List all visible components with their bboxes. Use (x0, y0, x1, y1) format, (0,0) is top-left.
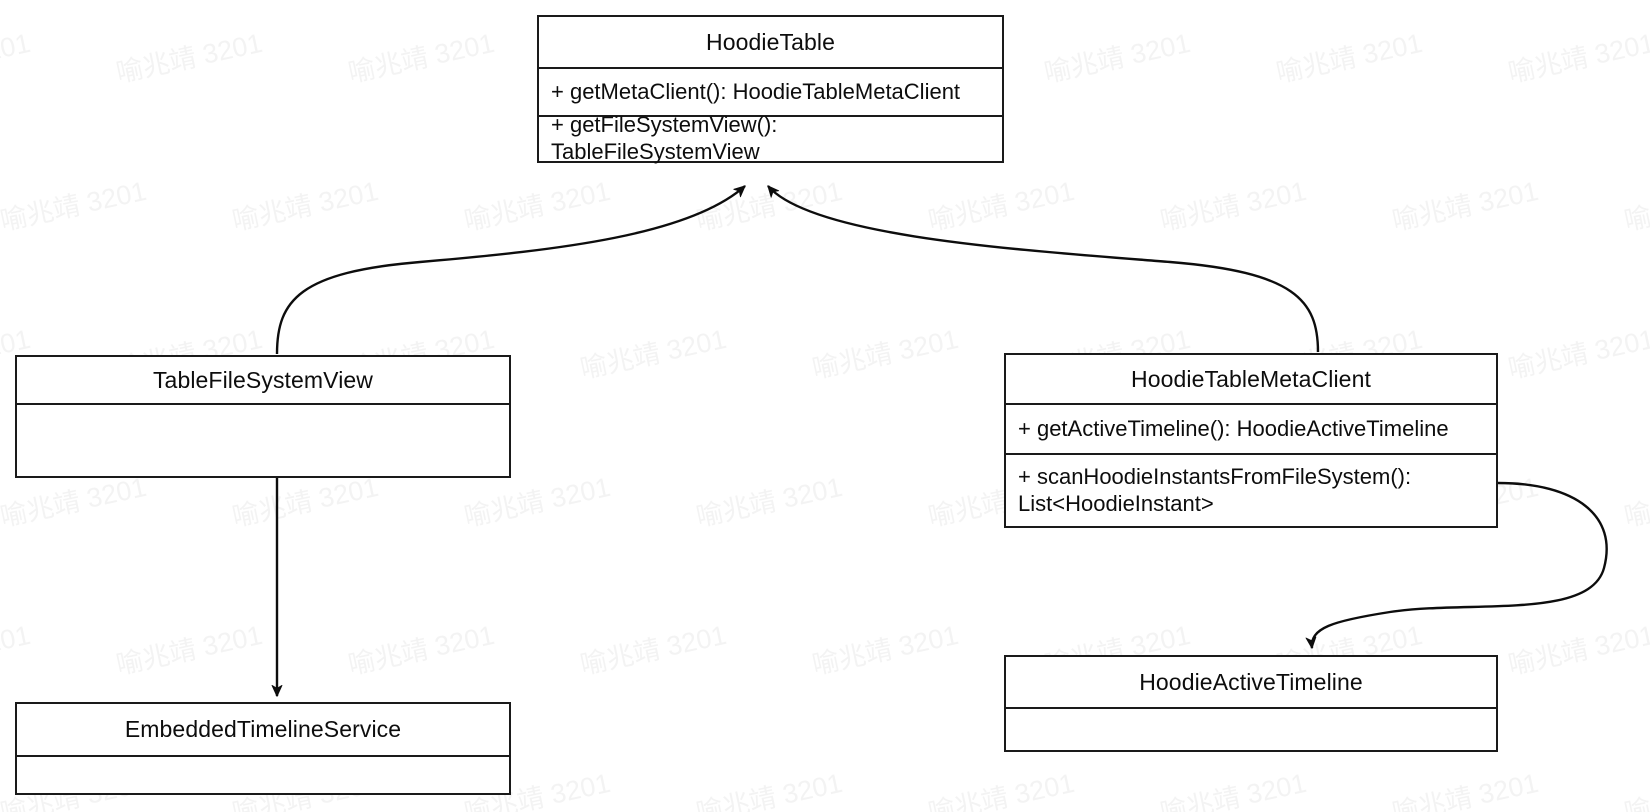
watermark-text: 喻兆靖 3201 (1505, 323, 1650, 385)
watermark-text: 喻兆靖 3201 (693, 471, 846, 533)
class-name-hoodie-table: HoodieTable (706, 28, 835, 55)
watermark-text: 喻兆靖 3201 (1389, 767, 1542, 812)
class-name-table-file-system-view: TableFileSystemView (152, 366, 374, 393)
members-compartment-hoodie-table-meta-client: + getActiveTimeline(): HoodieActiveTimel… (1006, 403, 1496, 526)
watermark-text: 喻兆靖 3201 (1621, 176, 1650, 237)
member-get-active-timeline: + getActiveTimeline(): HoodieActiveTimel… (1018, 415, 1449, 441)
watermark-text: 喻兆靖 3201 (1389, 175, 1542, 237)
watermark-text: 喻兆靖 3201 (0, 619, 34, 680)
watermark-text: 喻兆靖 3201 (461, 175, 614, 237)
watermark-text: 喻兆靖 3201 (0, 27, 34, 88)
class-name-hoodie-table-meta-client: HoodieTableMetaClient (1131, 365, 1371, 392)
member-scan-hoodie-instants-from-file-system: + scanHoodieInstantsFromFileSystem(): Li… (1006, 453, 1496, 526)
watermark-text: 喻兆靖 3201 (693, 767, 846, 812)
class-box-table-file-system-view[interactable]: TableFileSystemView (15, 355, 511, 478)
watermark-text: 喻兆靖 3201 (0, 175, 150, 237)
watermark-text: 喻兆靖 3201 (577, 619, 730, 681)
watermark-text: 喻兆靖 3201 (925, 175, 1078, 237)
watermark-text: 喻兆靖 3201 (1157, 175, 1310, 237)
class-name-embedded-timeline-service: EmbeddedTimelineService (124, 716, 402, 742)
watermark-text: 喻兆靖 3201 (925, 767, 1078, 812)
watermark-text: 喻兆靖 3201 (345, 27, 498, 89)
watermark-text: 喻兆靖 3201 (113, 619, 266, 681)
watermark-text: 喻兆靖 3201 (1273, 27, 1426, 89)
watermark-text: 喻兆靖 3201 (809, 323, 962, 385)
members-compartment-hoodie-active-timeline (1006, 707, 1496, 750)
class-box-embedded-timeline-service[interactable]: EmbeddedTimelineService (15, 702, 511, 795)
watermark-text: 喻兆靖 3201 (113, 27, 266, 89)
member-get-file-system-view: + getFileSystemView(): TableFileSystemVi… (539, 112, 1002, 164)
watermark-text: 喻兆靖 3201 (809, 619, 962, 681)
members-compartment-embedded-timeline-service (17, 755, 509, 793)
members-compartment-hoodie-table: + getMetaClient(): HoodieTableMetaClient… (539, 67, 1002, 164)
members-compartment-table-file-system-view (17, 403, 509, 476)
watermark-text: 喻兆靖 3201 (1621, 768, 1650, 812)
watermark-text: 喻兆靖 3201 (1157, 767, 1310, 812)
watermark-text: 喻兆靖 3201 (1505, 27, 1650, 89)
edge-tablefilesystemview-to-hoodietable (275, 185, 746, 355)
watermark-text: 喻兆靖 3201 (1621, 472, 1650, 533)
watermark-text: 喻兆靖 3201 (345, 619, 498, 681)
watermark-text: 喻兆靖 3201 (577, 323, 730, 385)
class-box-hoodie-table[interactable]: HoodieTable + getMetaClient(): HoodieTab… (537, 15, 1004, 164)
watermark-text: 喻兆靖 3201 (693, 175, 846, 237)
watermark-text: 喻兆靖 3201 (1505, 619, 1650, 681)
class-name-hoodie-active-timeline: HoodieActiveTimeline (1139, 668, 1363, 695)
class-box-hoodie-table-meta-client[interactable]: HoodieTableMetaClient + getActiveTimelin… (1004, 353, 1498, 528)
watermark-text: 喻兆靖 3201 (229, 175, 382, 237)
watermark-text: 喻兆靖 3201 (1041, 27, 1194, 89)
member-get-meta-client: + getMetaClient(): HoodieTableMetaClient (551, 78, 961, 104)
edge-hoodietablemetaclient-to-hoodietable (767, 185, 1320, 353)
class-box-hoodie-active-timeline[interactable]: HoodieActiveTimeline (1004, 655, 1498, 752)
